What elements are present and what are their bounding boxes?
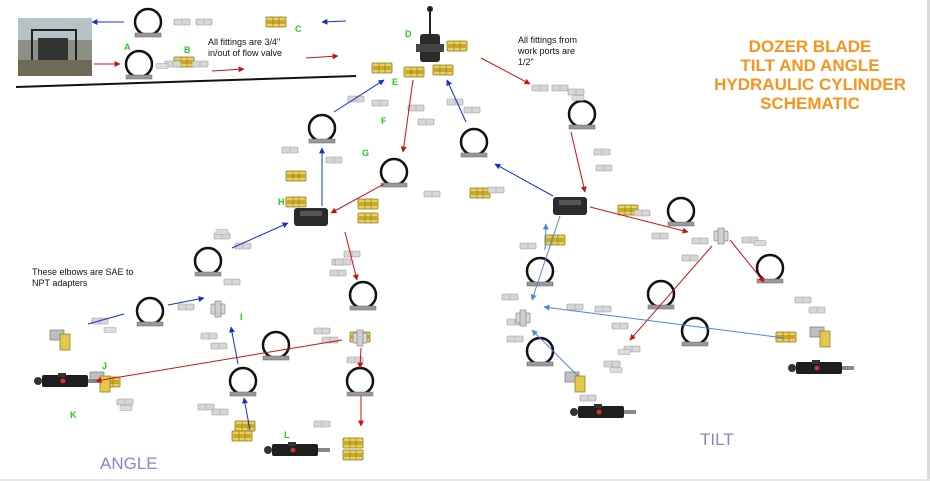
note-elbows: These elbows are SAE to NPT adapters	[32, 267, 134, 289]
note-flow-valve-fittings: All fittings are 3/4" in/out of flow val…	[208, 37, 282, 59]
title-line-1: DOZER BLADE	[748, 37, 872, 56]
label-d: D	[405, 29, 412, 39]
label-l: L	[284, 430, 290, 440]
hose-tilt-lower	[680, 316, 710, 348]
elbow-tilt-bottom	[564, 371, 586, 393]
elbow-group	[49, 326, 831, 393]
label-j: J	[102, 361, 108, 371]
title-line-3: HYDRAULIC CYLINDER	[714, 75, 906, 94]
hose-a	[124, 49, 154, 81]
label-i: I	[240, 312, 243, 322]
section-tilt-label: TILT	[700, 430, 734, 449]
note-flow-valve-line-1: All fittings are 3/4"	[208, 37, 281, 47]
note-work-port-line-1: All fittings from	[518, 35, 578, 45]
hose-group	[124, 7, 785, 398]
title-line-2: TILT AND ANGLE	[740, 56, 880, 75]
label-b: B	[184, 45, 191, 55]
note-work-port-fittings: All fittings from work ports are 1/2"	[518, 35, 577, 68]
label-h: H	[278, 197, 285, 207]
title-line-4: SCHEMATIC	[760, 94, 860, 113]
angle-cylinder-bottom	[264, 442, 330, 456]
power-unit-image	[18, 18, 92, 76]
hose-angle-lower-right	[345, 366, 375, 398]
hose-g	[379, 157, 409, 189]
hose-angle-middle	[261, 330, 291, 362]
label-c: C	[295, 24, 302, 34]
flow-lines	[87, 18, 785, 431]
tee-tilt-upper	[713, 227, 729, 245]
hose-tilt-pressure	[567, 99, 597, 131]
note-work-port-line-3: 1/2"	[518, 57, 534, 67]
hose-angle-upper-right	[348, 280, 378, 312]
note-work-port-line-2: work ports are	[518, 46, 576, 56]
section-angle-label: ANGLE	[100, 454, 158, 473]
bottom-border	[0, 479, 930, 481]
note-elbows-line-2: NPT adapters	[32, 278, 88, 288]
schematic-title: DOZER BLADE TILT AND ANGLE HYDRAULIC CYL…	[690, 37, 930, 113]
hose-c	[133, 7, 163, 39]
label-f: F	[381, 116, 387, 126]
hose-tilt-bottom	[525, 336, 555, 368]
tilt-cylinder-right	[788, 360, 854, 374]
elbow-left-upper	[49, 329, 71, 351]
tee-i	[210, 300, 226, 318]
note-flow-valve-line-2: in/out of flow valve	[208, 48, 283, 58]
right-border	[927, 0, 930, 481]
note-elbows-line-1: These elbows are SAE to	[32, 267, 134, 277]
section-divider	[15, 75, 357, 88]
label-e: E	[392, 77, 399, 87]
elbow-tilt-right	[809, 326, 831, 348]
tilt-cylinder-bottom	[570, 404, 636, 418]
hose-tilt-left	[525, 256, 555, 288]
tilt-valve-block	[553, 197, 587, 215]
hose-angle-lower	[228, 366, 258, 398]
hose-tilt-upper	[666, 196, 696, 228]
label-k: K	[70, 410, 77, 420]
hose-tilt-return	[459, 127, 489, 159]
label-a: A	[124, 42, 131, 52]
hose-h	[193, 246, 223, 278]
hose-e	[307, 113, 337, 145]
label-g: G	[362, 148, 370, 158]
main-control-valve	[416, 6, 444, 62]
angle-valve-block	[294, 208, 328, 226]
hose-i	[135, 296, 165, 328]
